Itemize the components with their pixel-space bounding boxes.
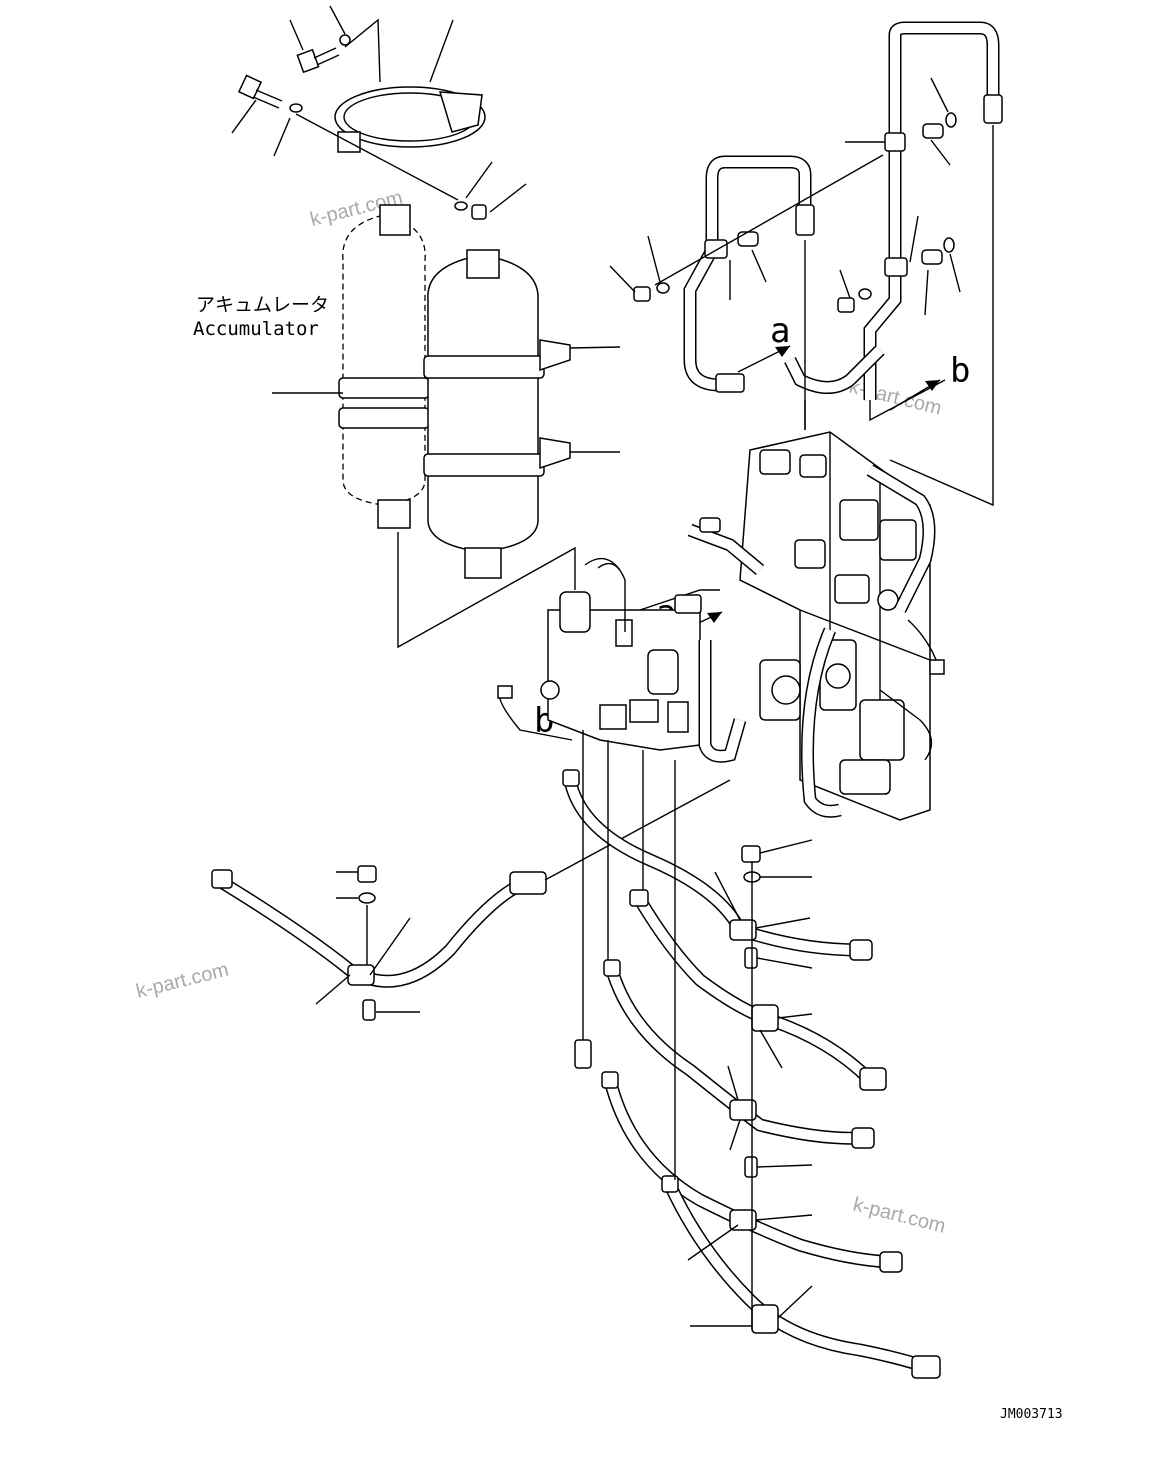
- accumulator-right-cap: [466, 249, 500, 279]
- accumulator-left-band-1: [338, 377, 430, 399]
- washer-left: [358, 892, 376, 904]
- washer-lower: [289, 103, 303, 113]
- pipe-clamp-upper-1: [884, 132, 906, 152]
- accumulator-label-jp: アキュムレータ: [196, 294, 329, 316]
- washer-upper-l1: [656, 282, 670, 294]
- accumulator-label-en: Accumulator: [193, 318, 319, 340]
- bolt-lower: [237, 74, 283, 109]
- bolt-upper: [296, 47, 340, 74]
- ref-label-a-top: a: [770, 311, 790, 351]
- hose-left: [211, 779, 731, 988]
- drawing-code: JM003713: [1000, 1407, 1063, 1422]
- accumulator-right-band-2: [423, 453, 545, 477]
- hose-right-2: [629, 889, 887, 1091]
- accumulator-right-bracket-1: [539, 339, 571, 372]
- hose-clamp-stack-2: [751, 1004, 779, 1032]
- nut-upper-r1: [837, 297, 855, 313]
- washer-right: [454, 201, 468, 211]
- spacer-stack-1: [744, 947, 758, 969]
- accumulator-left: [338, 204, 430, 529]
- pilot-pipe-upper-right: [784, 21, 1003, 507]
- watermark-bottom-right: k-part.com: [851, 1194, 948, 1238]
- hose-clamp-stack-5: [751, 1304, 779, 1334]
- nut-stack: [741, 845, 761, 863]
- watermark-mid-left: k-part.com: [134, 959, 231, 1003]
- hose-clamp-stack-3: [729, 1099, 757, 1121]
- hose-right-3: [603, 959, 875, 1149]
- washer-upper-r3: [858, 288, 872, 300]
- spacer-left: [362, 999, 376, 1021]
- spacer-upper-3: [737, 231, 759, 247]
- washer-upper-r1: [945, 112, 957, 128]
- clamp-stack-right: [729, 845, 779, 1334]
- pipe-clamp-upper-2: [884, 257, 908, 277]
- washer-upper: [339, 34, 351, 46]
- spacer-upper-2: [921, 249, 943, 265]
- accumulator-right-bracket-2: [539, 437, 571, 470]
- hose-clamp-left: [347, 964, 375, 986]
- accumulator-charge-valve: [497, 557, 720, 751]
- nut-upper-l1: [633, 286, 651, 302]
- accumulator-right-band-1: [423, 355, 545, 379]
- accumulator-right: [423, 249, 571, 579]
- accumulator-clamp-assembly: [231, 5, 527, 220]
- ref-label-b-top: b: [950, 351, 970, 391]
- hose-right-1: [562, 769, 873, 961]
- accumulator-right-port: [464, 547, 502, 579]
- spacer-upper-1: [922, 123, 944, 139]
- spacer-stack-2: [744, 1156, 758, 1178]
- clamp-bracket: [438, 91, 483, 133]
- nut-left: [357, 865, 377, 883]
- washer-upper-r2: [943, 237, 955, 253]
- accumulator-left-band-2: [338, 407, 430, 429]
- main-control-valve: [674, 431, 945, 821]
- nut-right: [471, 204, 487, 220]
- hose-right-5: [661, 1175, 941, 1379]
- accumulator-left-port: [377, 499, 411, 529]
- swivel-fitting: [574, 1039, 592, 1069]
- hose-clamp-stack-1: [729, 919, 757, 941]
- accumulator-left-cap: [379, 204, 411, 236]
- pilot-pipe-upper-left: [683, 155, 815, 430]
